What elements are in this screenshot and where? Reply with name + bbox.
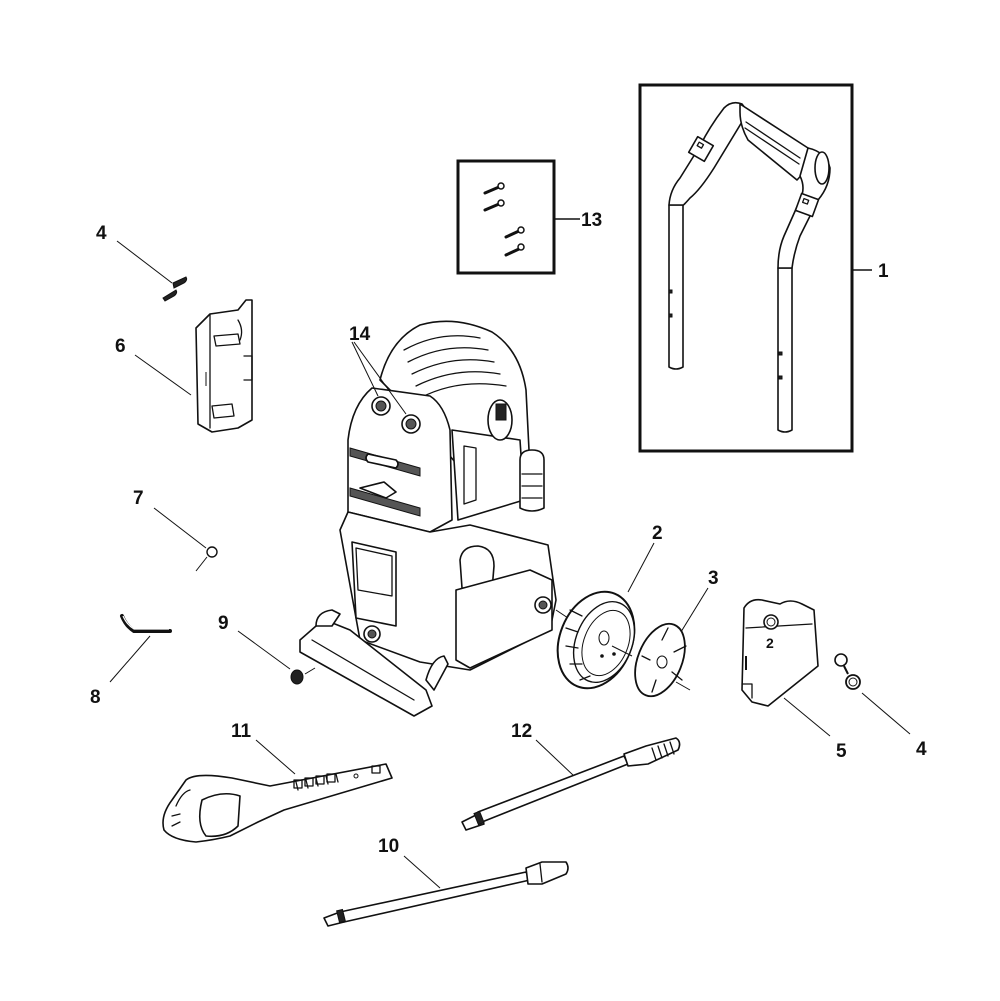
handle-assembly [638, 83, 872, 453]
spray-gun [162, 739, 393, 843]
adjustable-wand [461, 737, 681, 831]
screw-icon [483, 199, 505, 212]
callout-12: 12 [511, 721, 532, 742]
filter-screen [237, 630, 316, 685]
callout-10: 10 [378, 836, 399, 857]
detergent-tank: 2 [741, 598, 831, 737]
plug-cap [834, 653, 911, 735]
callout-6: 6 [115, 336, 126, 357]
callout-11: 11 [231, 721, 252, 742]
callout-4-top: 4 [96, 223, 107, 244]
callout-1: 1 [878, 261, 889, 282]
callout-7: 7 [133, 488, 144, 509]
callout-8: 8 [90, 687, 101, 708]
callout-2: 2 [652, 523, 663, 544]
screw-icon [504, 226, 525, 239]
pressure-washer-body [299, 320, 569, 717]
holder [134, 299, 253, 433]
callout-3: 3 [708, 568, 719, 589]
callout-9: 9 [218, 613, 229, 634]
hubcap [634, 587, 709, 698]
callout-4-right: 4 [916, 739, 927, 760]
screw-kit [456, 159, 580, 275]
knob [371, 396, 391, 416]
plug-top [116, 240, 188, 302]
callout-13: 13 [581, 210, 602, 231]
screw-icon [483, 182, 505, 195]
leader-14b [353, 341, 407, 415]
wheel [556, 542, 655, 690]
screw-box [456, 159, 556, 275]
screw-icon [504, 243, 525, 257]
ball [153, 507, 218, 572]
tank-number: 2 [766, 635, 774, 651]
knob [401, 414, 421, 434]
handle-box [638, 83, 854, 453]
hex-key [109, 614, 172, 683]
callout-5: 5 [836, 741, 847, 762]
callout-14: 14 [349, 324, 371, 345]
leader-14a [351, 341, 379, 397]
turbo-nozzle-wand [323, 855, 569, 927]
